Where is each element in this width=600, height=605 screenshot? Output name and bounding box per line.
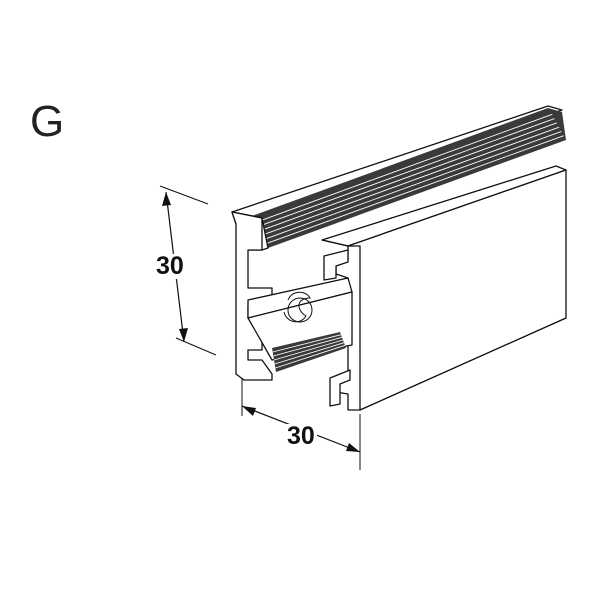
groove-rib	[272, 334, 342, 353]
groove-rib	[274, 342, 345, 365]
groove-rib	[257, 118, 555, 227]
profile-letter: G	[30, 97, 65, 146]
groove-rib	[259, 122, 558, 232]
groove-rib	[265, 135, 564, 245]
groove-rib	[263, 131, 562, 240]
height-dimension-label: 30	[154, 252, 186, 280]
lower-groove-lines	[272, 334, 346, 369]
groove-rib	[261, 126, 560, 236]
groove-rib	[275, 344, 346, 369]
groove-rib	[255, 113, 553, 223]
groove-rib	[273, 336, 343, 357]
groove-rib	[273, 339, 344, 361]
width-dimension-label: 30	[285, 422, 317, 450]
profile-body	[231, 105, 567, 411]
groove-lines	[255, 113, 564, 245]
